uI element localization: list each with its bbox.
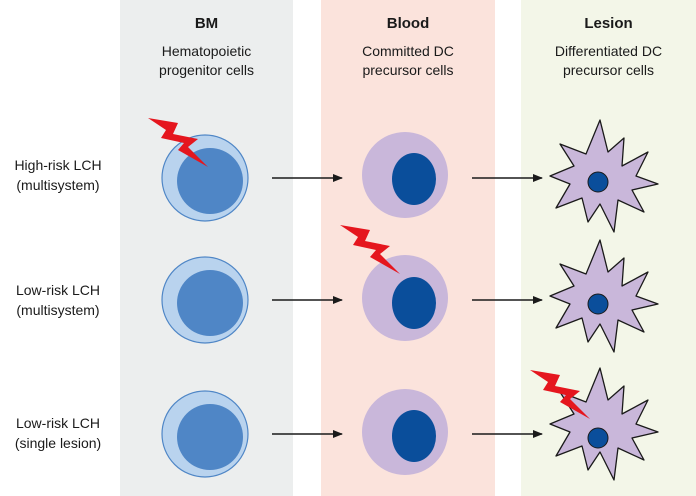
column-subtitle-blood: Committed DC precursor cells <box>321 42 495 80</box>
row-label-high-risk-multisystem: High-risk LCH (multisystem) <box>0 155 116 195</box>
dendritic-cell-row2 <box>549 239 659 353</box>
progenitor-cell-nucleus <box>177 148 243 214</box>
column-subtitle-blood-line1: Committed DC <box>362 43 454 59</box>
row-label-line2: (multisystem) <box>16 177 100 193</box>
lightning-icon <box>340 225 400 274</box>
column-subtitle-bm-line2: progenitor cells <box>159 62 254 78</box>
lightning-icon <box>530 370 590 419</box>
column-subtitle-bm: Hematopoietic progenitor cells <box>120 42 293 80</box>
row-label-line2: (single lesion) <box>14 435 102 451</box>
precursor-cell-nucleus <box>392 410 436 462</box>
dendritic-cell-nucleus <box>587 427 609 449</box>
column-title-blood: Blood <box>386 15 430 32</box>
column-title-bm: BM <box>194 15 219 32</box>
column-subtitle-blood-line2: precursor cells <box>362 62 454 78</box>
column-subtitle-lesion-line2: precursor cells <box>562 62 655 78</box>
progenitor-cell-nucleus <box>177 404 243 470</box>
row-label-line1: Low-risk LCH <box>15 282 100 298</box>
column-subtitle-lesion-line1: Differentiated DC <box>554 43 663 59</box>
precursor-cell-nucleus <box>392 153 436 205</box>
progenitor-cell-row3 <box>161 390 249 478</box>
row-label-line1: Low-risk LCH <box>15 415 100 431</box>
column-title-lesion: Lesion <box>584 15 633 32</box>
row-label-low-risk-multisystem: Low-risk LCH (multisystem) <box>0 280 116 320</box>
progenitor-cell-row2 <box>161 256 249 344</box>
row-label-line2: (multisystem) <box>16 302 100 318</box>
column-subtitle-lesion: Differentiated DC precursor cells <box>521 42 696 80</box>
column-subtitle-bm-line1: Hematopoietic <box>161 43 252 59</box>
precursor-cell-row2 <box>362 255 448 341</box>
precursor-cell-row1 <box>362 132 448 218</box>
dendritic-cell-row1 <box>549 119 659 233</box>
progenitor-cell-nucleus <box>177 270 243 336</box>
row-label-line1: High-risk LCH <box>14 157 102 173</box>
precursor-cell-row3 <box>362 389 448 475</box>
row-label-low-risk-single-lesion: Low-risk LCH (single lesion) <box>0 413 116 453</box>
dendritic-cell-nucleus <box>587 293 609 315</box>
dendritic-cell-nucleus <box>587 171 609 193</box>
precursor-cell-nucleus <box>392 277 436 329</box>
progenitor-cell-row1 <box>161 134 249 222</box>
dendritic-cell-row3 <box>549 367 659 481</box>
